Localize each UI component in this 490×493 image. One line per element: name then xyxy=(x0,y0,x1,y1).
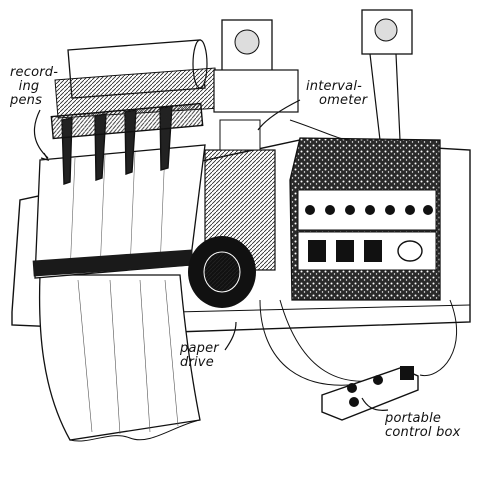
label-recording-pens: record- ing pens xyxy=(10,65,59,108)
recording-pens xyxy=(50,102,204,185)
top-box-left xyxy=(213,19,299,113)
label-intervalometer: interval- ometer xyxy=(306,79,368,108)
paper-drive-motor xyxy=(188,236,256,308)
portable-control-box xyxy=(321,366,419,421)
top-box-right xyxy=(361,9,413,141)
label-pointers xyxy=(33,99,389,411)
paper-sheet xyxy=(38,274,201,442)
main-control-unit xyxy=(289,137,441,301)
label-portable-control-box: portable control box xyxy=(385,411,461,440)
label-paper-drive: paper drive xyxy=(180,341,219,370)
